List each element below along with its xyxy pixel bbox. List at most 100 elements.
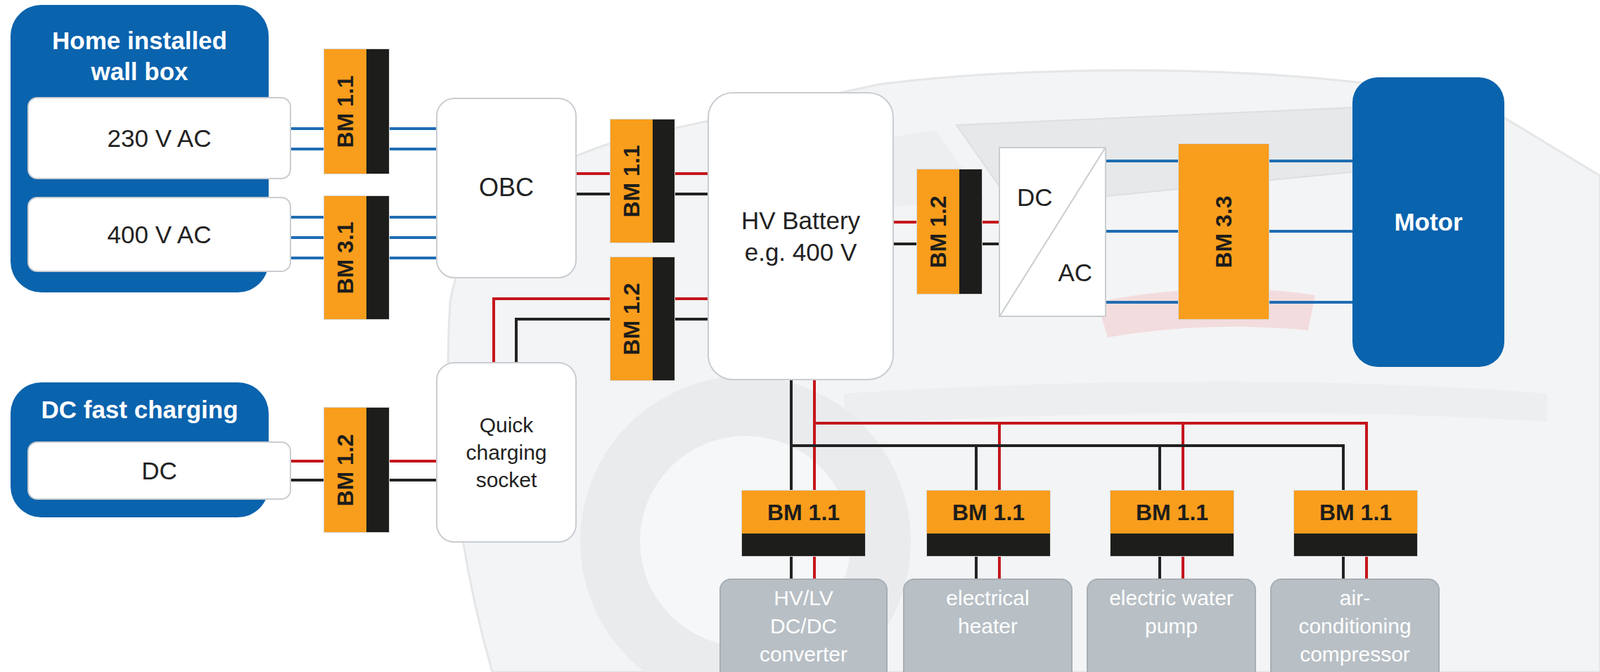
component-box: Quick charging socket (436, 362, 577, 543)
load-box: electrical heater (903, 578, 1073, 672)
busbar-module: BM 3.1 (324, 196, 389, 320)
module-label: BM 1.1 (620, 144, 643, 218)
load-box: electric water pump (1086, 578, 1257, 672)
component-label: DC (141, 455, 178, 488)
wire-bundle (1343, 556, 1367, 579)
wire (674, 297, 708, 301)
wire-bundle (291, 461, 325, 481)
busbar-module: BM 1.2 (324, 407, 389, 533)
wire (291, 478, 325, 482)
module-body: BM 1.2 (610, 257, 653, 381)
wire (1106, 301, 1179, 304)
wire (516, 319, 611, 363)
wire (814, 380, 1000, 491)
wire-bundle (893, 222, 918, 245)
wire-bundle (576, 173, 611, 195)
component-box: 230 V AC (27, 97, 292, 180)
wire (291, 236, 325, 240)
wallbox-panel: DC fast chargingDC (10, 382, 269, 518)
wire-bundle (388, 217, 437, 259)
module-label: BM 3.3 (1212, 195, 1235, 268)
wire-bundle (1106, 161, 1179, 303)
wire (388, 459, 437, 463)
module-label: BM 1.1 (767, 501, 840, 524)
wire-bundle (493, 298, 611, 363)
motor-box: Motor (1352, 77, 1505, 368)
wire (388, 147, 437, 151)
wire-bundle (291, 217, 325, 259)
load-label: electric water pump (1108, 584, 1235, 641)
load-box: air-conditioning compressor (1270, 578, 1440, 672)
load-label: HV/LV DC/DC converter (740, 584, 868, 669)
wire (813, 556, 816, 579)
component-label: 230 V AC (107, 122, 212, 155)
module-strip (926, 533, 1051, 557)
busbar-module: BM 1.1 (1294, 490, 1418, 557)
wire (576, 172, 611, 176)
load-label: air-conditioning compressor (1291, 584, 1419, 669)
wire (1268, 159, 1353, 163)
wire-bundle (388, 128, 437, 150)
module-body: BM 3.3 (1178, 144, 1269, 320)
wire (981, 242, 999, 246)
module-label: BM 1.1 (952, 501, 1025, 524)
component-box: HV Battery e.g. 400 V (707, 92, 894, 381)
wire-bundle (291, 128, 325, 150)
wire-bundle (674, 298, 708, 320)
diagonal-line (1000, 148, 1105, 316)
wire (674, 317, 708, 321)
wire-bundle (791, 380, 1367, 491)
wire (1365, 556, 1368, 579)
component-label: OBC (478, 171, 534, 205)
wire (1268, 301, 1353, 304)
module-body: BM 1.1 (1294, 490, 1418, 534)
wire (291, 147, 325, 151)
wire (291, 256, 325, 260)
wire-bundle (791, 556, 815, 579)
inverter-diagonal (1000, 148, 1105, 316)
module-body: BM 1.1 (324, 49, 367, 174)
wire (974, 556, 978, 579)
module-body: BM 3.1 (324, 196, 367, 320)
wire (388, 127, 437, 131)
wire (493, 298, 611, 363)
component-box: OBC (436, 97, 577, 279)
wire (291, 127, 325, 131)
wire-bundle (1268, 161, 1353, 303)
wire (674, 192, 708, 196)
wire (291, 459, 325, 463)
component-label: 400 V AC (107, 218, 212, 252)
module-strip (1294, 533, 1418, 557)
busbar-module: BM 1.1 (610, 119, 675, 243)
wire (1181, 556, 1185, 579)
module-strip (1110, 533, 1234, 557)
wire (1106, 159, 1179, 163)
inverter-input-label: DC (1016, 184, 1053, 210)
inverter-output-label: AC (1057, 260, 1093, 285)
panel-heading: Home installed wall box (34, 25, 246, 88)
wire (674, 172, 708, 176)
wire (791, 380, 1160, 491)
wire (981, 220, 999, 224)
wire (1158, 556, 1162, 579)
wire-bundle (981, 222, 999, 245)
module-strip (652, 257, 675, 381)
busbar-module: BM 1.2 (610, 257, 675, 381)
wallbox-panel: Home installed wall box 230 V AC 400 V AC (10, 4, 269, 293)
wire (388, 256, 437, 260)
wire (576, 192, 611, 196)
component-label: HV Battery e.g. 400 V (730, 204, 872, 269)
wire (893, 220, 918, 224)
inverter-box: DC AC (998, 146, 1107, 318)
wire (791, 380, 977, 491)
busbar-module: BM 3.3 (1178, 144, 1269, 320)
wire (388, 478, 437, 482)
busbar-module: BM 1.1 (926, 490, 1051, 557)
module-body: BM 1.1 (610, 119, 653, 243)
wire-bundle (674, 173, 708, 195)
panel-heading: DC fast charging (40, 394, 238, 426)
busbar-module: BM 1.2 (917, 169, 982, 294)
load-label: electrical heater (924, 584, 1052, 641)
module-label: BM 1.1 (334, 75, 357, 148)
module-label: BM 1.2 (926, 195, 950, 268)
